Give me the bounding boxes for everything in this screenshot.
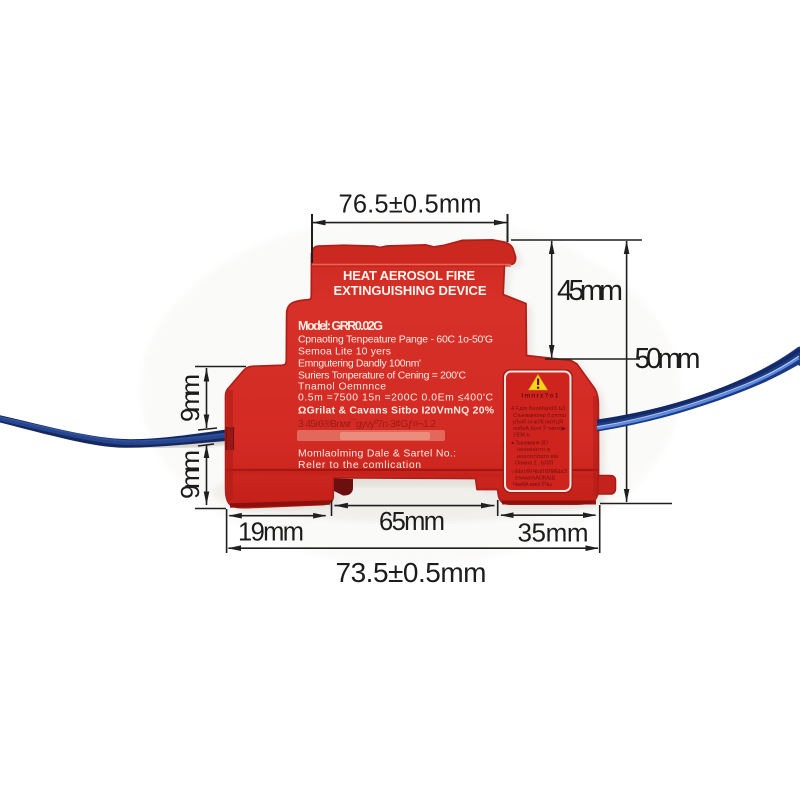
svg-text:45mm: 45mm (557, 275, 623, 307)
svg-text:HEAT AEROSOL FIRE: HEAT AEROSOL FIRE (343, 268, 475, 283)
svg-text:Cpnaoting Tenpeature Pange - 6: Cpnaoting Tenpeature Pange - 60C 1o-50'G (298, 335, 493, 346)
svg-text:3 45r6®Bnwr¯gyvyº7n·3¢Gƒ¤¬1.2: 3 45r6®Bnwr¯gyvyº7n·3¢Gƒ¤¬1.2 (298, 418, 436, 430)
svg-text:Momlaolming Dale & Sartel No.:: Momlaolming Dale & Sartel No.: (298, 449, 456, 460)
svg-text:9mm: 9mm (175, 374, 205, 422)
svg-text:етиматоАОҚАЩ: етиматоАОҚАЩ (515, 475, 556, 481)
svg-text:Emngutering Dandly 100nm': Emngutering Dandly 100nm' (298, 359, 421, 370)
svg-text:Reler to the comlication: Reler to the comlication (298, 460, 421, 471)
svg-text:EXTINGUISHING DEVICE: EXTINGUISHING DEVICE (334, 283, 487, 298)
svg-text:ообоА бонї Ў тиото▶: ообоА бонї Ў тиото▶ (513, 424, 567, 432)
svg-text:○ ЕЫ ИЯ ЧЫЛ ВЛИЕЫЭ: ○ ЕЫ ИЯ ЧЫЛ ВЛИЕЫЭ (511, 469, 567, 475)
svg-text:19mm: 19mm (238, 519, 304, 547)
svg-text:іаноманто ѳ: іаноманто ѳ (517, 447, 550, 453)
svg-text:ΩGrilat & Cavans Sitbo I20VmNQ: ΩGrilat & Cavans Sitbo I20VmNQ 20% (298, 406, 494, 417)
svg-text:иоалотїлато віа: иоалотїлато віа (517, 454, 559, 460)
svg-text:● Тыномане 3О: ● Тыномане 3О (511, 441, 549, 447)
svg-text:4 Fдm БvоМаnd3 ѣ3: 4 Fдm БvоМаnd3 ѣ3 (511, 406, 565, 412)
svg-text:Imnrz?o1: Imnrz?o1 (521, 393, 558, 400)
svg-text:9mm: 9mm (175, 450, 205, 499)
svg-text:0.5m =7500 15n =200C 0.0Em ≤40: 0.5m =7500 15n =200C 0.0Em ≤400'C (298, 393, 493, 404)
svg-text:50mm: 50mm (635, 343, 701, 375)
svg-text:ЧнибА емої ЎЧы: ЧнибА емої ЎЧы (513, 480, 552, 488)
svg-text:Suriers Tonperature of Cening: Suriers Tonperature of Cening = 200'C (298, 371, 466, 382)
svg-text:73.5±0.5mm: 73.5±0.5mm (336, 557, 487, 588)
svg-text:рЪоб ги жУК ниУгцЯ: рЪоб ги жУК ниУгцЯ (513, 419, 563, 425)
svg-text:35mm: 35mm (518, 518, 589, 548)
svg-text:Tnamol Oemnnce: Tnamol Oemnnce (298, 382, 386, 393)
svg-text:Semoa Lite 10 yers: Semoa Lite 10 yers (298, 347, 391, 358)
svg-text:УЕМ Ь: УЕМ Ь (513, 433, 530, 439)
svg-text:Стынжанотер б ртотш: Стынжанотер б ртотш (513, 413, 567, 419)
svg-text:65mm: 65mm (379, 508, 445, 536)
svg-text:Опмна 2 . ЬЛЛЇ: Опмна 2 . ЬЛЛЇ (515, 459, 553, 466)
svg-text:Model: GRR0.02G: Model: GRR0.02G (298, 319, 383, 333)
svg-text:76.5±0.5mm: 76.5±0.5mm (339, 191, 482, 219)
